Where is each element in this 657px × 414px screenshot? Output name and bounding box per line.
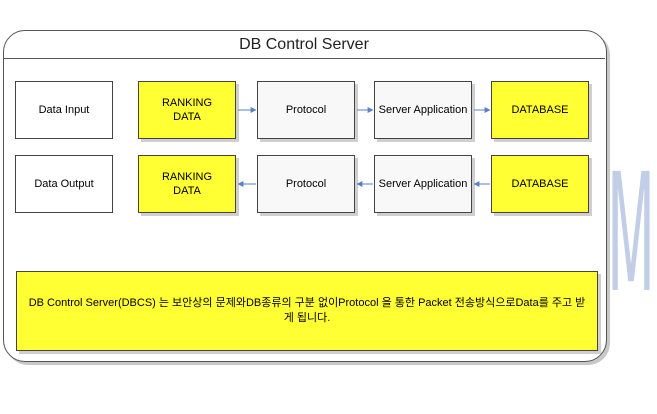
protocol-input-box: Protocol bbox=[257, 81, 355, 139]
data-output-box: Data Output bbox=[15, 155, 113, 213]
server-application-input-label: Server Application bbox=[378, 104, 468, 116]
data-output-label: Data Output bbox=[34, 178, 94, 190]
ranking-data-input-box: RANKING DATA bbox=[138, 81, 236, 139]
database-input-label: DATABASE bbox=[511, 104, 569, 116]
data-input-label: Data Input bbox=[38, 104, 90, 116]
database-output-label: DATABASE bbox=[511, 178, 569, 190]
ranking-data-output-box: RANKING DATA bbox=[138, 155, 236, 213]
ranking-data-input-label: RANKING DATA bbox=[161, 97, 213, 123]
server-application-output-box: Server Application bbox=[374, 155, 472, 213]
database-output-box: DATABASE bbox=[491, 155, 589, 213]
server-application-input-box: Server Application bbox=[374, 81, 472, 139]
protocol-output-box: Protocol bbox=[257, 155, 355, 213]
protocol-input-label: Protocol bbox=[285, 104, 327, 116]
database-input-box: DATABASE bbox=[491, 81, 589, 139]
description-note-text: DB Control Server(DBCS) 는 보안상의 문제와DB종류의 … bbox=[28, 297, 586, 324]
data-input-box: Data Input bbox=[15, 81, 113, 139]
description-note: DB Control Server(DBCS) 는 보안상의 문제와DB종류의 … bbox=[16, 271, 598, 351]
diagram-title: DB Control Server bbox=[3, 30, 605, 59]
server-application-output-label: Server Application bbox=[378, 178, 468, 190]
ranking-data-output-label: RANKING DATA bbox=[161, 171, 213, 197]
protocol-output-label: Protocol bbox=[285, 178, 327, 190]
